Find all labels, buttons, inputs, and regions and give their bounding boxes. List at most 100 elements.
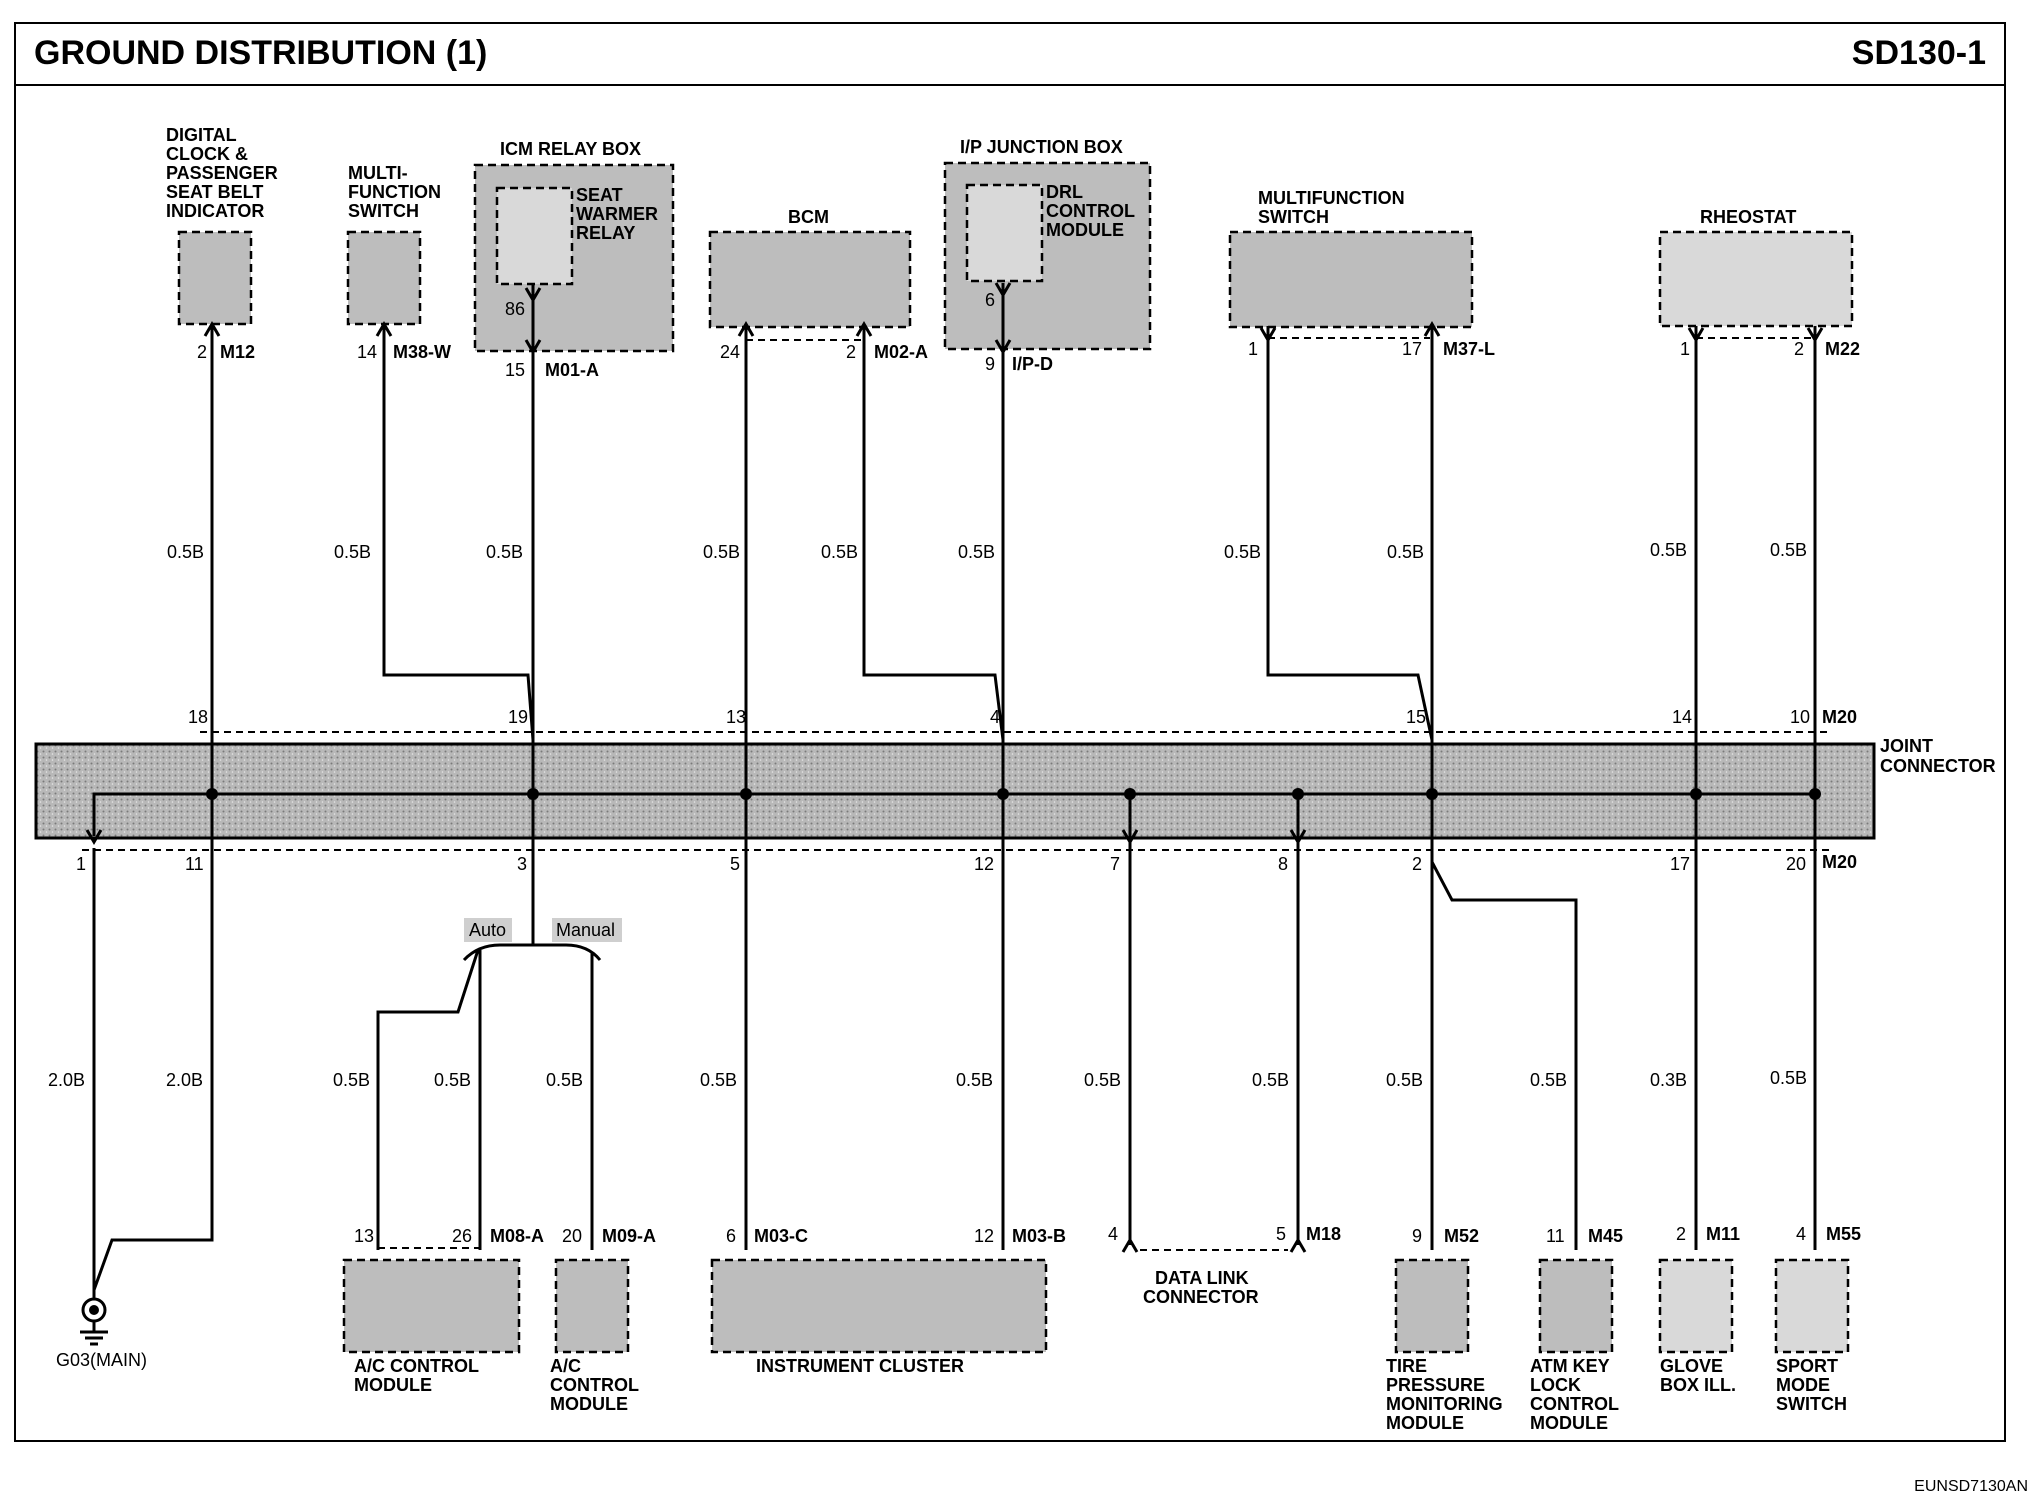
ground-g03: G03(MAIN) bbox=[56, 1297, 147, 1370]
cluster-title: INSTRUMENT CLUSTER bbox=[756, 1356, 964, 1376]
gauge-multi-function: 0.5B bbox=[334, 542, 371, 562]
sport-connector: M55 bbox=[1826, 1224, 1861, 1244]
gauge-ac-auto-1: 0.5B bbox=[333, 1070, 370, 1090]
gauge-cluster-2: 0.5B bbox=[956, 1070, 993, 1090]
jc-pin-4: 4 bbox=[990, 707, 1000, 727]
gauge-icm: 0.5B bbox=[486, 542, 523, 562]
jc-pin-14: 14 bbox=[1672, 707, 1692, 727]
glove-connector: M11 bbox=[1706, 1224, 1740, 1244]
icm-relay-box-title: ICM RELAY BOX bbox=[500, 139, 641, 159]
dlc-connector: M18 bbox=[1306, 1224, 1341, 1244]
digital-clock-label-3: PASSENGER bbox=[166, 163, 278, 183]
digital-clock-component: DIGITAL CLOCK & PASSENGER SEAT BELT INDI… bbox=[166, 125, 278, 362]
gauge-atm: 0.5B bbox=[1530, 1070, 1567, 1090]
ac-manual-label-3: MODULE bbox=[550, 1394, 628, 1414]
jc-pin-13: 13 bbox=[726, 707, 746, 727]
digital-clock-pin: 2 bbox=[197, 342, 207, 362]
tpms-label-4: MODULE bbox=[1386, 1413, 1464, 1433]
digital-clock-label-5: INDICATOR bbox=[166, 201, 264, 221]
sport-label-2: MODE bbox=[1776, 1375, 1830, 1395]
bottom-wire-gauges: 2.0B 2.0B 0.5B 0.5B 0.5B 0.5B 0.5B 0.5B … bbox=[48, 1068, 1807, 1090]
arrow-2 bbox=[375, 321, 393, 337]
instrument-cluster: 6 M03-C 12 M03-B INSTRUMENT CLUSTER bbox=[710, 1226, 1066, 1376]
icm-relay-box-component: ICM RELAY BOX SEAT WARMER RELAY 86 15 M0… bbox=[473, 139, 675, 380]
bcm-component: BCM 24 2 M02-A bbox=[708, 207, 928, 362]
joint-connector-label-1: JOINT bbox=[1880, 736, 1933, 756]
auto-bg bbox=[464, 918, 512, 942]
ac-auto-connector: M08-A bbox=[490, 1226, 544, 1246]
top-wire-gauges: 0.5B 0.5B 0.5B 0.5B 0.5B 0.5B 0.5B 0.5B … bbox=[167, 540, 1807, 562]
digital-clock-label-2: CLOCK & bbox=[166, 144, 248, 164]
atm-key-lock-control-module: 11 M45 ATM KEY LOCK CONTROL MODULE bbox=[1530, 1226, 1623, 1433]
jc-connector-bottom: M20 bbox=[1822, 852, 1857, 872]
jc-connector-top: M20 bbox=[1822, 707, 1857, 727]
dlc-label-2: CONNECTOR bbox=[1143, 1287, 1259, 1307]
jc-bottom-pin-1: 1 bbox=[76, 854, 86, 874]
cluster-pin-2: 12 bbox=[974, 1226, 994, 1246]
jc-pin-18: 18 bbox=[188, 707, 208, 727]
icm-pin: 15 bbox=[505, 360, 525, 380]
jc-bottom-pin-12: 12 bbox=[974, 854, 994, 874]
dlc-pin-2: 5 bbox=[1276, 1224, 1286, 1244]
tpms-pin: 9 bbox=[1412, 1226, 1422, 1246]
multifunction-switch-component: MULTIFUNCTION SWITCH 1 17 M37-L bbox=[1228, 188, 1495, 359]
bcm-title: BCM bbox=[788, 207, 829, 227]
footer-ref: EUNSD7130AN bbox=[1914, 1478, 2028, 1495]
multi-function-switch-component: MULTI- FUNCTION SWITCH 14 M38-W bbox=[346, 163, 451, 362]
arrow-b3 bbox=[1289, 829, 1307, 845]
gauge-ac-auto-2: 0.5B bbox=[434, 1070, 471, 1090]
rheostat-pin-1: 1 bbox=[1680, 339, 1690, 359]
digital-clock-label-4: SEAT BELT bbox=[166, 182, 263, 202]
header-bar: GROUND DISTRIBUTION (1) SD130-1 bbox=[14, 22, 2006, 86]
glove-pin: 2 bbox=[1676, 1224, 1686, 1244]
ac-manual-connector: M09-A bbox=[602, 1226, 656, 1246]
gauge-bcm-2: 0.5B bbox=[821, 542, 858, 562]
bcm-pin-2: 2 bbox=[846, 342, 856, 362]
bcm-box bbox=[708, 230, 912, 329]
glove-box-illumination: 2 M11 GLOVE BOX ILL. bbox=[1658, 1224, 1740, 1395]
bcm-pin-1: 24 bbox=[720, 342, 740, 362]
ac-auto-pin-1: 13 bbox=[354, 1226, 374, 1246]
multi-function-pin: 14 bbox=[357, 342, 377, 362]
atm-pin: 11 bbox=[1546, 1226, 1565, 1246]
gauge-tpms: 0.5B bbox=[1386, 1070, 1423, 1090]
cluster-connector-1: M03-C bbox=[754, 1226, 808, 1246]
joint-connector-bar bbox=[34, 742, 1876, 840]
jc-bottom-pin-3: 3 bbox=[517, 854, 527, 874]
multifunction-connector: M37-L bbox=[1443, 339, 1495, 359]
drl-label-3: MODULE bbox=[1046, 220, 1124, 240]
arrow-8 bbox=[994, 282, 1012, 298]
ac-auto-label-1: A/C CONTROL bbox=[354, 1356, 479, 1376]
ac-manual-label-2: CONTROL bbox=[550, 1375, 639, 1395]
multi-function-label-2: FUNCTION bbox=[348, 182, 441, 202]
atm-label-4: MODULE bbox=[1530, 1413, 1608, 1433]
seat-warmer-pin: 86 bbox=[505, 299, 525, 319]
ac-manual-pin: 20 bbox=[562, 1226, 582, 1246]
ground-label: G03(MAIN) bbox=[56, 1350, 147, 1370]
arrow-4 bbox=[524, 287, 542, 303]
rheostat-title: RHEOSTAT bbox=[1700, 207, 1796, 227]
multifunction-box bbox=[1228, 230, 1474, 329]
multi-function-connector: M38-W bbox=[393, 342, 451, 362]
multi-function-box bbox=[346, 230, 422, 326]
gauge-ac-manual: 0.5B bbox=[546, 1070, 583, 1090]
ac-manual-label-1: A/C bbox=[550, 1356, 581, 1376]
ac-control-module-manual: 20 M09-A A/C CONTROL MODULE bbox=[550, 1226, 656, 1414]
jc-pin-15: 15 bbox=[1406, 707, 1426, 727]
gauge-ip-junction: 0.5B bbox=[958, 542, 995, 562]
bottom-wires bbox=[85, 829, 1817, 1300]
arrow-9 bbox=[1259, 327, 1277, 343]
seat-warmer-label-2: WARMER bbox=[576, 204, 658, 224]
top-wires bbox=[203, 282, 1824, 741]
arrow-12 bbox=[1806, 327, 1824, 343]
tpms-connector: M52 bbox=[1444, 1226, 1479, 1246]
arrow-11 bbox=[1687, 327, 1705, 343]
arrow-3 bbox=[524, 339, 542, 355]
tpms-label-1: TIRE bbox=[1386, 1356, 1427, 1376]
gauge-glove: 0.3B bbox=[1650, 1070, 1687, 1090]
arrow-b1 bbox=[85, 829, 103, 845]
wire-atm bbox=[1430, 861, 1578, 1250]
gauge-sport: 0.5B bbox=[1770, 1068, 1807, 1088]
seat-warmer-label-1: SEAT bbox=[576, 185, 623, 205]
gauge-bcm-1: 0.5B bbox=[703, 542, 740, 562]
